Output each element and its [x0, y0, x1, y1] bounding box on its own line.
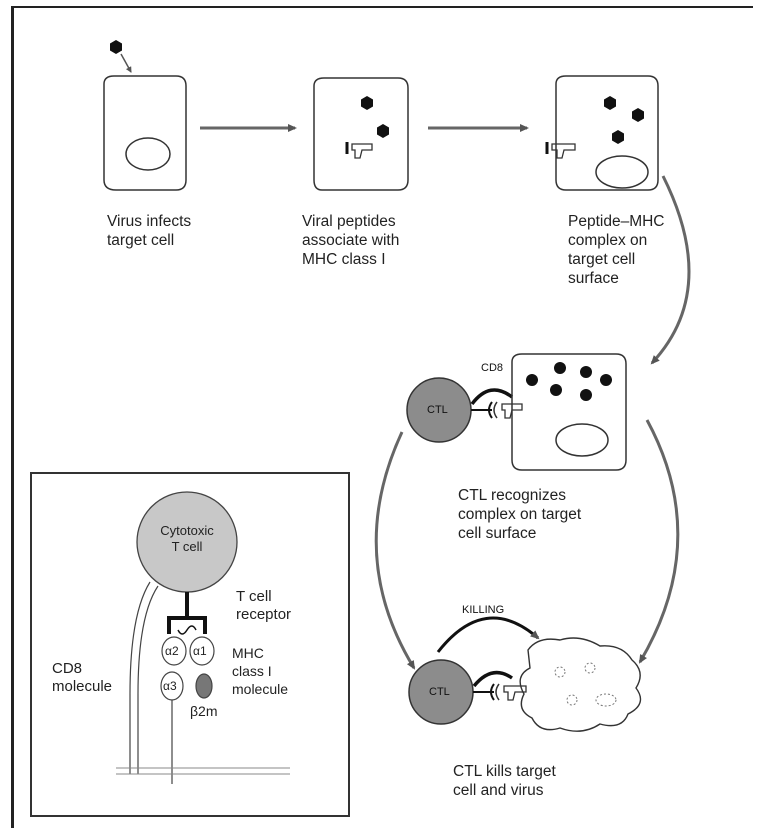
cell-step3 — [555, 75, 659, 191]
mhc-molecule — [345, 142, 373, 159]
nucleus — [125, 137, 171, 171]
curve-arrow-3 — [650, 175, 691, 365]
ctl-label: CTL — [429, 686, 450, 698]
nucleus — [555, 423, 609, 457]
cell-step2 — [313, 77, 409, 191]
caption-infect: Virus infects target cell — [107, 213, 192, 249]
cd8-label: CD8 — [481, 362, 504, 374]
killing-arrow — [436, 616, 540, 653]
cd8-molecule — [137, 585, 159, 774]
viral-peptide — [526, 374, 538, 386]
caption-recognize: CTL recognizes complex on target cell su… — [458, 487, 582, 542]
alpha2-label: α2 — [165, 644, 179, 658]
beta2m-label: β2m — [190, 703, 218, 719]
killing-label: KILLING — [462, 604, 505, 616]
viral-peptide — [580, 366, 592, 378]
dying-target-cell — [519, 637, 642, 732]
alpha3-label: α3 — [163, 679, 177, 693]
caption-associate: Viral peptides associate with MHC class … — [302, 213, 400, 268]
viral-peptide — [604, 96, 616, 110]
alpha1-label: α1 — [193, 644, 207, 658]
curve-arrow-right — [638, 419, 680, 664]
curve-arrow-left — [374, 431, 416, 670]
infected-cell — [103, 75, 187, 191]
beta2m-domain — [195, 673, 213, 699]
cytotoxic-t-cell-label: Cytotoxic T cell — [160, 523, 214, 554]
inset-panel: Cytotoxic T cell T cell receptor CD8 mol… — [30, 472, 350, 817]
viral-peptide — [612, 130, 624, 144]
viral-peptide — [600, 374, 612, 386]
virus-particle — [110, 40, 122, 54]
caption-complex: Peptide–MHC complex on target cell surfa… — [568, 213, 665, 287]
tcr-label: T cell receptor — [236, 588, 292, 623]
target-cell-4 — [511, 353, 627, 471]
nucleus — [595, 155, 649, 189]
alpha2-domain — [161, 636, 187, 666]
cd8-arc — [470, 388, 514, 406]
viral-peptide — [632, 108, 644, 122]
viral-peptide — [554, 362, 566, 374]
cd8-molecule-label: CD8 molecule — [52, 660, 113, 695]
viral-peptide — [580, 389, 592, 401]
viral-peptide — [361, 96, 373, 110]
infection-arrow — [120, 53, 132, 73]
cd8-molecule — [129, 581, 151, 774]
mhc-label: MHC class I molecule — [232, 645, 289, 697]
inset-diagram — [116, 491, 290, 784]
tcr-mhc-contact — [473, 683, 527, 701]
cd8-arc — [472, 670, 514, 688]
viral-peptide — [550, 384, 562, 396]
tcr-mhc-contact — [471, 401, 523, 419]
figure-frame — [11, 6, 753, 828]
peptide-mhc-complex — [545, 142, 576, 159]
virus-fragments — [554, 662, 617, 707]
alpha1-domain — [189, 636, 215, 666]
t-cell-receptor — [167, 592, 207, 635]
ctl-label: CTL — [427, 404, 448, 416]
caption-kill: CTL kills target cell and virus — [453, 763, 556, 799]
viral-peptide — [377, 124, 389, 138]
